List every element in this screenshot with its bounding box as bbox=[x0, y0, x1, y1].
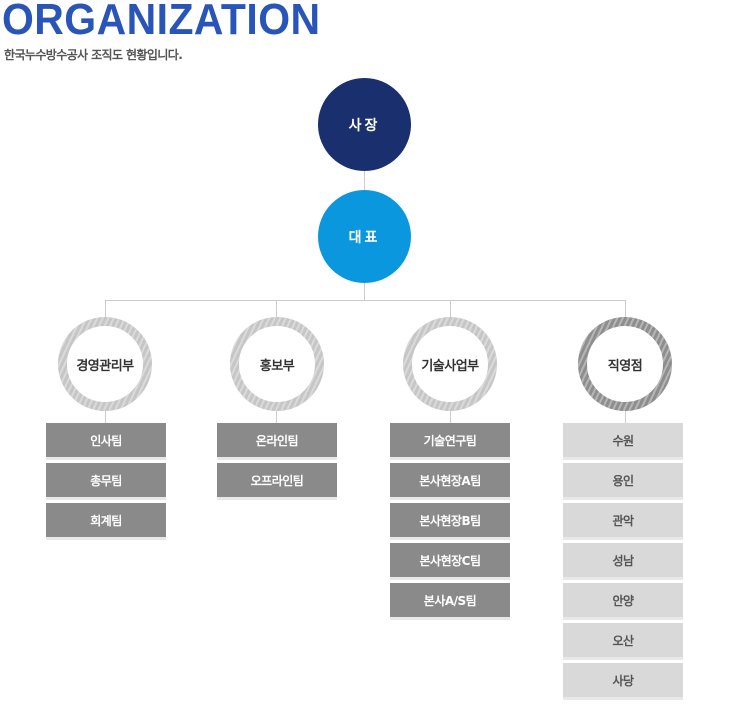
page-title: ORGANIZATION bbox=[2, 0, 321, 44]
team-box: 본사현장A팀 bbox=[390, 463, 510, 500]
team-box: 오프라인팀 bbox=[217, 463, 337, 500]
branch-box: 안양 bbox=[563, 583, 683, 620]
dept-pr-label: 홍보부 bbox=[259, 358, 295, 374]
ceo-node: 사장 bbox=[318, 78, 411, 171]
connector-dept-3 bbox=[450, 300, 451, 317]
connector-dept-4-teams bbox=[625, 411, 626, 425]
connector-dept-1-teams bbox=[105, 411, 106, 425]
team-box: 회계팀 bbox=[46, 503, 166, 540]
branch-box: 성남 bbox=[563, 543, 683, 580]
team-box: 인사팀 bbox=[46, 423, 166, 460]
connector-dept-2 bbox=[276, 300, 277, 317]
branch-box: 오산 bbox=[563, 623, 683, 660]
team-box: 온라인팀 bbox=[217, 423, 337, 460]
dept-pr: 홍보부 bbox=[230, 317, 324, 411]
branch-box: 수원 bbox=[563, 423, 683, 460]
team-box: 기술연구팀 bbox=[390, 423, 510, 460]
representative-node: 대표 bbox=[318, 190, 411, 283]
team-box: 본사현장C팀 bbox=[390, 543, 510, 580]
connector-rep-bus bbox=[364, 283, 365, 301]
dept-management-label: 경영관리부 bbox=[76, 358, 134, 374]
team-box: 본사현장B팀 bbox=[390, 503, 510, 540]
team-box: 본사A/S팀 bbox=[390, 583, 510, 620]
branch-box: 관악 bbox=[563, 503, 683, 540]
connector-ceo-rep bbox=[364, 171, 365, 190]
dept-branches: 직영점 bbox=[578, 317, 672, 411]
branch-box: 용인 bbox=[563, 463, 683, 500]
connector-dept-2-teams bbox=[276, 411, 277, 425]
dept-branches-label: 직영점 bbox=[607, 358, 643, 374]
dept-management: 경영관리부 bbox=[58, 317, 152, 411]
dept-technical: 기술사업부 bbox=[403, 317, 497, 411]
connector-dept-3-teams bbox=[450, 411, 451, 425]
connector-horizontal-bus bbox=[105, 300, 626, 301]
page-subtitle: 한국누수방수공사 조직도 현황입니다. bbox=[4, 48, 183, 62]
dept-technical-label: 기술사업부 bbox=[421, 358, 479, 374]
connector-dept-1 bbox=[105, 300, 106, 317]
connector-dept-4 bbox=[625, 300, 626, 317]
branch-box: 사당 bbox=[563, 663, 683, 700]
team-box: 총무팀 bbox=[46, 463, 166, 500]
